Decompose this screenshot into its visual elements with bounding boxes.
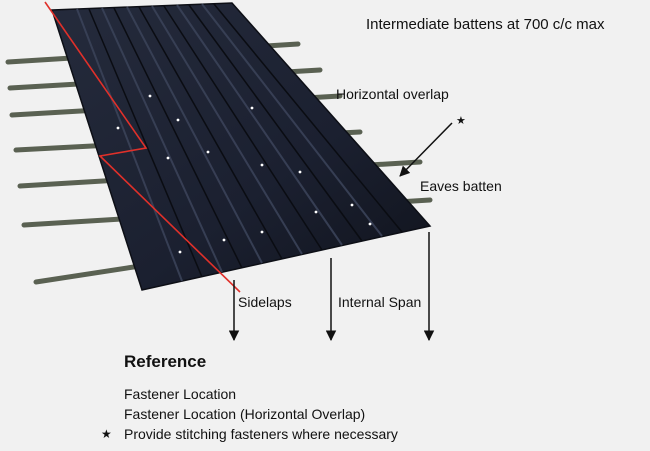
sidelap-line — [44, 1, 241, 293]
batten-7 — [33, 263, 143, 285]
horizontal-overlap-label: Horizontal overlap — [336, 86, 449, 102]
sidelaps-label: Sidelaps — [238, 294, 292, 310]
reference-item-fastener-horizontal-overlap: Fastener Location (Horizontal Overlap) — [124, 406, 366, 422]
star-icon: ★ — [456, 114, 466, 127]
reference-star-icon: ★ — [101, 427, 112, 441]
reference-item-fastener-location: Fastener Location — [124, 386, 237, 402]
eaves-batten-label: Eaves batten — [420, 178, 502, 194]
roof-sheet — [50, 2, 432, 291]
reference-item-stitching: Provide stitching fasteners where necess… — [124, 426, 398, 442]
arrows — [228, 122, 453, 342]
reference-title: Reference — [124, 352, 207, 371]
horizontal-overlap-arrow — [399, 122, 453, 177]
intermediate-battens-label: Intermediate battens at 700 c/c max — [366, 16, 605, 33]
internal-span-label: Internal Span — [338, 294, 422, 310]
